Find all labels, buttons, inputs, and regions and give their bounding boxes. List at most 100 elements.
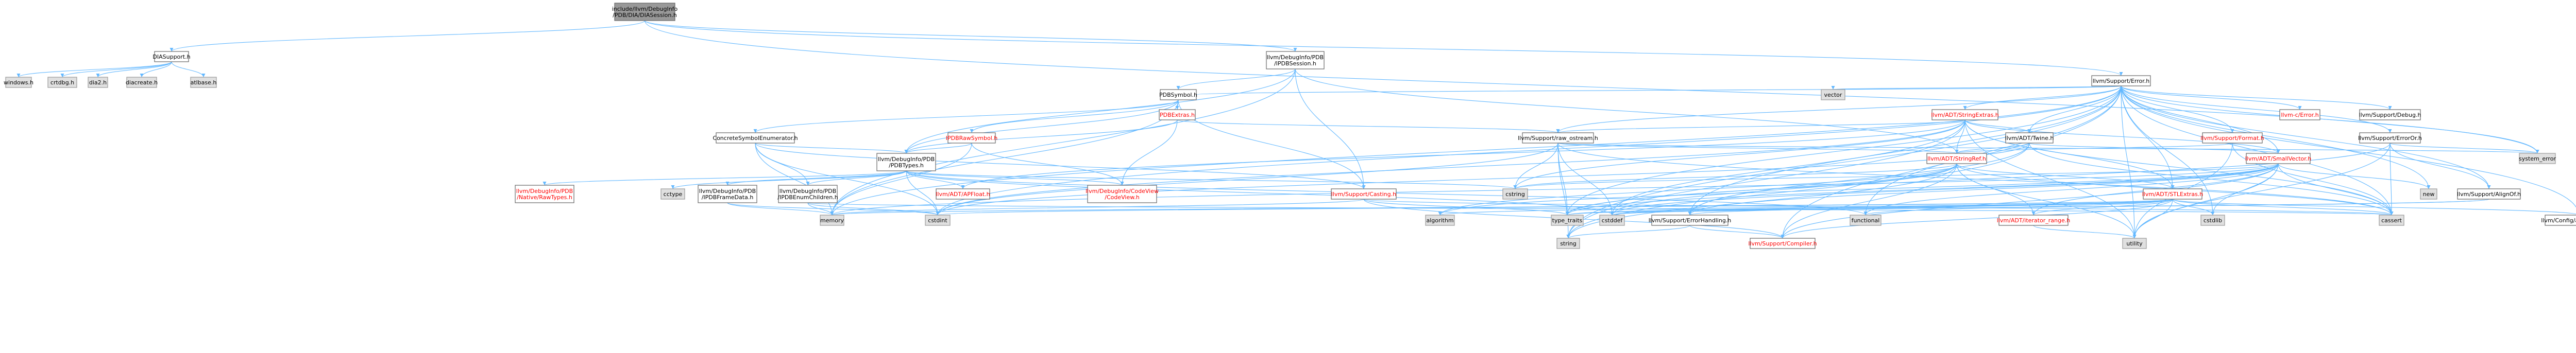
node-adttwine[interactable]: llvm/ADT/Twine.h (2005, 132, 2054, 144)
node-label-pdbnativerawtypes: llvm/DebugInfo/PDB (516, 188, 573, 195)
edge-adtstringextras-to-adtapfloat (962, 119, 1965, 189)
edge-supporterrorhandling-to-supportcompiler (1689, 225, 1783, 239)
node-adtstlextras[interactable]: llvm/ADT/STLExtras.h (2142, 188, 2204, 200)
node-label-systemerror: system_error (2519, 155, 2556, 162)
node-supportalignof[interactable]: llvm/Support/AlignOf.h (2457, 188, 2521, 200)
edge-ipdbrawsymbol-to-pdbtypes (906, 143, 972, 154)
node-systemerror: system_error (2519, 153, 2556, 164)
node-pdbnativerawtypes[interactable]: llvm/DebugInfo/PDB/Native/RawTypes.h (515, 185, 574, 203)
edge-rawostream-to-systemerror (1557, 143, 2538, 154)
edge-pdbtypes-to-cstdint (906, 170, 938, 216)
node-root[interactable]: include/llvm/DebugInfo/PDB/DIA/DIASessio… (612, 3, 678, 21)
node-adtstringextras[interactable]: llvm/ADT/StringExtras.h (1931, 109, 1999, 120)
edge-pdbextras-to-pdbtypes (906, 119, 1178, 154)
node-label-windows: windows.h (4, 79, 33, 86)
node-adtapfloat[interactable]: llvm/ADT/APFloat.h (936, 188, 990, 200)
edge-errorh-to-supportalignof (2121, 85, 2489, 189)
edge-pdbextras-to-rawostream (1177, 119, 1558, 133)
node-supportcompiler[interactable]: llvm/Support/Compiler.h (1748, 238, 1817, 249)
node-box-windows (5, 77, 32, 88)
edge-supportcasting-to-cassert (1363, 199, 2392, 216)
node-label-typetraits: type_traits (1552, 217, 1583, 224)
edge-adtsmallvector-to-functional (1865, 163, 2279, 216)
edge-adtstringref-to-algorithm (1439, 163, 1957, 216)
node-box-ipdbrawsymbol (947, 132, 996, 144)
node-label-ipdbframedata: llvm/DebugInfo/PDB (699, 188, 756, 195)
node-box-adtstringref (1926, 153, 1987, 164)
edge-arrowhead-pdbtypes-to-pdbnativerawtypes (543, 182, 547, 185)
node-cctype: cctype (660, 188, 685, 200)
node-box-pdbextras (1159, 109, 1196, 120)
edge-adtstringextras-to-string (1568, 119, 1965, 239)
edge-supporterroror-to-cassert (2389, 143, 2392, 216)
node-supportcasting[interactable]: llvm/Support/Casting.h (1331, 188, 1397, 200)
node-supportformat[interactable]: llvm/Support/Format.h (2200, 132, 2264, 144)
node-cstddef: cstddef (1599, 215, 1625, 226)
edge-errorh-to-supporterroror (2121, 85, 2391, 133)
edge-pdbtypes-to-adtapfloat (906, 170, 963, 189)
edge-arrowhead-errorh-to-supportdebug (2388, 106, 2392, 110)
node-adtstringref[interactable]: llvm/ADT/StringRef.h (1926, 153, 1987, 164)
edge-adtstlextras-to-utility (2134, 199, 2173, 239)
edge-errorh-to-rawostream (1557, 85, 2122, 133)
edge-adtstringextras-to-adtstringref (1956, 119, 1965, 154)
node-ipdbenumchildren[interactable]: llvm/DebugInfo/PDB/IPDBEnumChildren.h (777, 185, 838, 203)
edge-arrowhead-errorh-to-vector (1831, 86, 1835, 90)
node-ipdbframedata[interactable]: llvm/DebugInfo/PDB/IPDBFrameData.h (698, 185, 757, 203)
node-box-diasupport (154, 51, 189, 62)
edge-pdbtypes-to-codeview (906, 170, 1123, 186)
edge-adtsmallvector-to-memory (832, 163, 2279, 216)
edge-arrowhead-diasupport-to-ccomutil (60, 74, 64, 77)
node-rawostream[interactable]: llvm/Support/raw_ostream.h (1518, 132, 1598, 144)
edge-adtsmallvector-to-cstring (1515, 163, 2279, 189)
node-diasupport[interactable]: DIASupport.h (152, 51, 191, 62)
node-box-pdbnativerawtypes (515, 185, 574, 203)
node-codeview[interactable]: llvm/DebugInfo/CodeView/CodeView.h (1086, 185, 1159, 203)
edge-adtsmallvector-to-supportcompiler (1782, 163, 2279, 239)
node-label-adttwine: llvm/ADT/Twine.h (2005, 135, 2054, 142)
node-label-functional: functional (1852, 217, 1880, 224)
node-pdbtypes[interactable]: llvm/DebugInfo/PDB/PDBTypes.h (876, 153, 936, 171)
node-adtsmallvector[interactable]: llvm/ADT/SmallVector.h (2245, 153, 2312, 164)
edge-adtstlextras-to-configabibreaking (2172, 199, 2576, 215)
node-box-utility (2122, 238, 2147, 249)
edge-adtsmallvector-to-supporterrorhandling (1689, 163, 2279, 216)
edge-arrowhead-pdbtypes-to-adtapfloat (961, 185, 965, 189)
node-supporterrorhandling[interactable]: llvm/Support/ErrorHandling.h (1649, 215, 1732, 226)
node-ipdbsession[interactable]: llvm/DebugInfo/PDB/IPDBSession.h (1266, 51, 1325, 69)
node-configabibreaking[interactable]: llvm/Config/abi-breaking.h (2541, 215, 2576, 226)
edge-pdbsymbol-to-ipdbrawsymbol (971, 99, 1179, 133)
node-pdbextras[interactable]: PDBExtras.h (1159, 109, 1196, 120)
edge-errorh-to-adtstringextras (1964, 85, 2122, 110)
node-box-cctype (660, 188, 685, 200)
edge-errorh-to-cerror (2121, 85, 2300, 110)
edge-adtstlextras-to-supporterrorhandling (1689, 199, 2173, 216)
node-label-rawostream: llvm/Support/raw_ostream.h (1518, 135, 1598, 142)
node-adtiteratorrange[interactable]: llvm/ADT/iterator_range.h (1997, 215, 2070, 226)
node-supporterroror[interactable]: llvm/Support/ErrorOr.h (2358, 132, 2422, 144)
node-ccomutil: crtdbg.h (47, 77, 77, 88)
edge-arrowhead-supportcasting-to-memory (830, 211, 834, 215)
node-cerror[interactable]: llvm-c/Error.h (2279, 109, 2320, 120)
edge-arrowhead-supporterroror-to-supportalignof (2487, 185, 2491, 189)
node-label-root: include/llvm/DebugInfo (612, 6, 678, 12)
edge-adttwine-to-string (1568, 143, 2030, 239)
node-concretesymenum[interactable]: ConcreteSymbolEnumerator.h (713, 132, 798, 144)
node-box-cstring (1502, 188, 1528, 200)
node-box-atlbase (190, 77, 217, 88)
node-box-adtsmallvector (2246, 153, 2311, 164)
edge-arrowhead-pdbtypes-to-ipdbenumchildren (806, 182, 810, 185)
node-supportdebug[interactable]: llvm/Support/Debug.h (2359, 109, 2421, 120)
node-label-supportformat: llvm/Support/Format.h (2200, 135, 2264, 142)
node-label-root: /PDB/DIA/DIASession.h (613, 12, 677, 19)
edge-arrowhead-supporterroror-to-systemerror (2535, 150, 2539, 153)
edge-root-to-errorh (644, 20, 2122, 76)
node-pdbsymbol[interactable]: PDBSymbol.h (1159, 89, 1197, 100)
edge-errorh-to-supportdebug (2121, 85, 2391, 110)
edge-errorh-to-vector (1833, 85, 2122, 90)
node-errorh[interactable]: llvm/Support/Error.h (2091, 75, 2151, 86)
node-box-systemerror (2519, 153, 2556, 164)
edge-errorh-to-adtstlextras (2121, 85, 2173, 189)
node-ipdbrawsymbol[interactable]: IPDBRawSymbol.h (946, 132, 998, 144)
